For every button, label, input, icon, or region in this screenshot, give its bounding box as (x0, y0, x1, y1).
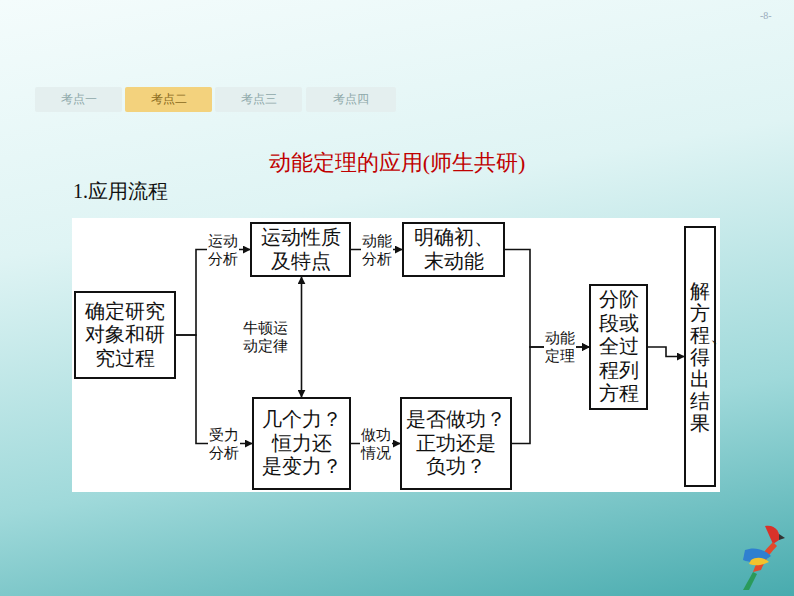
edge-label: 受力 分析 (208, 425, 240, 463)
node-text: 考点一 (61, 91, 97, 108)
parrot-head (765, 526, 779, 544)
node-text: 几个力？ 恒力还 是变力？ (262, 408, 342, 479)
node-text: 确定研究 对象和研 究过程 (85, 300, 165, 371)
edge-label: 做功 情况 (360, 425, 392, 463)
page-number: -8- (760, 10, 772, 21)
tab: 考点四 (306, 87, 396, 112)
node-text: 是否做功？ 正功还是 负功？ (406, 408, 506, 479)
edge-label: 动能 分析 (361, 231, 393, 269)
node-text: 明确初、 末动能 (414, 226, 494, 273)
node-text: 考点三 (241, 91, 277, 108)
node-text: 解方程、得出结果 (690, 280, 710, 434)
process-box: 分阶 段或 全过 程列 方程 (589, 284, 648, 410)
process-box: 确定研究 对象和研 究过程 (74, 291, 176, 379)
connector (648, 347, 684, 357)
parrot-icon (735, 520, 791, 592)
process-box: 几个力？ 恒力还 是变力？ (252, 397, 351, 490)
process-box: 是否做功？ 正功还是 负功？ (400, 397, 512, 490)
parrot-beak (779, 534, 785, 540)
result-box: 解方程、得出结果 (684, 226, 716, 487)
parrot-wing-band (749, 558, 769, 565)
tab: 考点一 (35, 87, 122, 112)
node-text: 运动性质 及特点 (261, 226, 341, 273)
node-text: 分阶 段或 全过 程列 方程 (599, 288, 639, 406)
tab-active: 考点二 (125, 87, 212, 112)
parrot-tail (743, 572, 757, 590)
title: 动能定理的应用(师生共研) (0, 148, 794, 178)
edge-label: 动能 定理 (544, 328, 576, 366)
process-box: 运动性质 及特点 (250, 222, 351, 277)
edge-label: 运动 分析 (207, 231, 239, 269)
edge-label: 牛顿运 动定律 (242, 318, 289, 356)
section-heading: 1.应用流程 (73, 178, 168, 205)
process-box: 明确初、 末动能 (402, 222, 505, 277)
node-text: 考点四 (333, 91, 369, 108)
connector (301, 277, 303, 397)
tab: 考点三 (215, 87, 302, 112)
node-text: 考点二 (151, 91, 187, 108)
